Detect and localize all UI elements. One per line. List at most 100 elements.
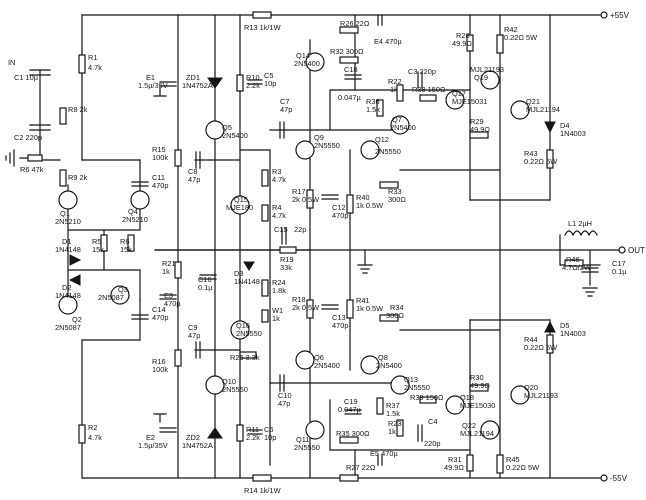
resistor-symbol [78,424,86,444]
transistor-symbol [480,70,500,90]
positive-rail-label: +55V [610,11,630,20]
resistor-symbol [419,396,437,404]
svg-text:C3 220p: C3 220p [408,67,436,76]
resistor-symbol [546,149,554,169]
zener-symbol [207,77,223,89]
value-label: 4.7k [272,211,286,220]
inductor-symbol [564,230,598,237]
resistor-symbol [279,246,297,254]
value-label: 2N5400 [376,361,402,370]
ref-label: R23 [388,419,402,428]
value-label: 2N5210 [55,217,81,226]
ref-label: Q16 [236,321,250,330]
value-label: 150Ω [428,85,446,94]
ref-label: R18 [292,295,306,304]
ref-label: Q1 [60,209,70,218]
transistor-symbol [510,100,530,120]
ref-label: R33 [388,187,402,196]
ref-label: R13 [244,23,258,32]
value-label: 4.7Ω/2W [562,263,591,272]
output-label: OUT [628,246,645,255]
resistor-symbol [174,349,182,367]
resistor-symbol [339,56,359,64]
ref-label: R28 [456,31,470,40]
capacitors [29,14,599,466]
ref-label: D5 [560,321,569,330]
ref-label: E4 [374,37,383,46]
resistor-symbol [174,149,182,167]
transistor-symbol [305,52,325,72]
value-label: 15k [120,245,132,254]
value-label: 100k [152,153,168,162]
svg-text:R6 47k: R6 47k [20,165,44,174]
value-label: 0.22Ω 5W [504,33,537,42]
ref-label: R26 [340,19,354,28]
value-label: MJE180 [226,203,253,212]
ref-label: R10 [246,73,260,82]
value-label: 47p [188,175,200,184]
resistor-symbol [346,194,354,214]
value-label: 1k 0.5W [356,201,383,210]
ref-label: C10 [278,391,292,400]
resistor-symbol [252,11,272,19]
capacitor-symbol [247,79,263,85]
transistor-symbol [360,355,380,375]
svg-text:R1: R1 [88,53,97,62]
value-label: 33k [280,263,292,272]
ref-label: C7 [280,97,289,106]
resistor-symbol [27,154,43,162]
value-label: 1k/1W [260,486,281,495]
value-label: 2N5087 [98,293,124,302]
ref-label: Q19 [474,73,488,82]
value-label: 2k [80,105,88,114]
ref-label: R34 [390,303,404,312]
capacitor-symbol [247,429,263,435]
value-label: 47k [32,165,44,174]
value-label: 10p [264,433,276,442]
resistor-symbol [379,314,399,322]
resistor-symbol [376,397,384,415]
resistor-symbol [396,419,404,437]
ref-label: R14 [244,486,258,495]
ref-label: R16 [152,357,166,366]
capacitor-symbol [321,194,339,200]
value-label: 2.2k [246,433,260,442]
capacitor-symbol [581,267,599,273]
resistor-symbol [466,34,474,52]
value-label: 2N5400 [222,131,248,140]
ref-label: R27 [346,463,360,472]
resistor-symbol [174,261,182,279]
value-label: 2N5550 [314,141,340,150]
transistor-symbol [445,90,465,110]
ref-label: R11 [246,425,259,434]
negative-rail-terminal [600,474,608,482]
ref-label: Q22 [462,421,476,430]
value-label: 10µ [26,73,39,82]
resistor-symbol [252,474,272,482]
value-label: 470µ [164,299,181,308]
value-label: 1N4148 [234,277,260,286]
svg-text:L1 2µH: L1 2µH [568,219,592,228]
transistor-symbol [360,140,380,160]
value-label: 2N5400 [390,123,416,132]
value-label: 1N4003 [560,129,586,138]
svg-text:R27 22Ω: R27 22Ω [346,463,376,472]
ref-label: C6 [264,425,273,434]
resistor-symbol [419,94,437,102]
capacitor-symbol [199,274,217,280]
component-labels: R1 4.7k R2 4.7k C1 10µ R8 2k C2 220p R9 … [14,19,627,495]
ref-label: R40 [356,193,370,202]
ref-label: R25 [230,353,244,362]
ref-label: E5 [370,449,379,458]
svg-text:4.7k: 4.7k [88,433,102,442]
transistor-symbol [230,320,250,340]
ref-label: D3 [234,269,243,278]
ref-label: R43 [524,149,538,158]
value-label: 49.9Ω [470,125,490,134]
ref-label: C3 [408,67,417,76]
value-label: 2N5210 [122,215,148,224]
ref-label: R36 [366,97,380,106]
ref-label: Q15 [234,195,248,204]
capacitor-symbol [131,181,149,187]
